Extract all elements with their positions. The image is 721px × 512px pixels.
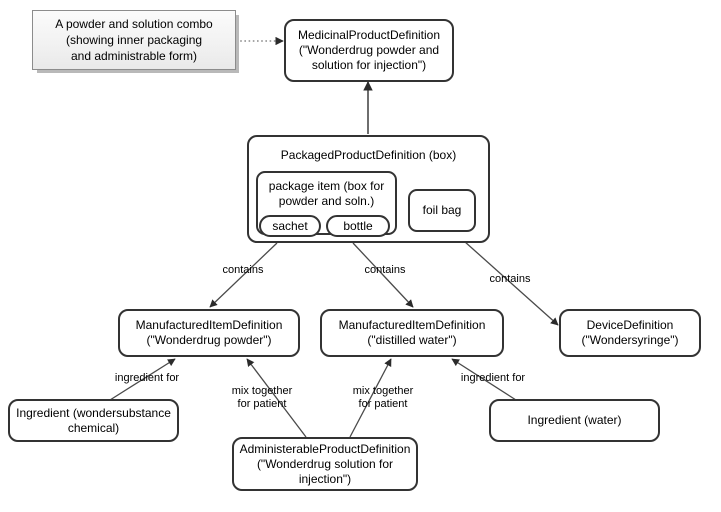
node-manufactured-item-water[interactable]: ManufacturedItemDefinition ("distilled w… bbox=[320, 309, 504, 357]
node-bottle[interactable]: bottle bbox=[326, 215, 390, 237]
edge-label-contains-device: contains bbox=[489, 273, 531, 285]
node-label: DeviceDefinition ("Wondersyringe") bbox=[581, 318, 679, 347]
node-label: ManufacturedItemDefinition ("distilled w… bbox=[338, 318, 486, 347]
node-manufactured-item-powder[interactable]: ManufacturedItemDefinition ("Wonderdrug … bbox=[118, 309, 300, 357]
node-ingredient-wondersubstance[interactable]: Ingredient (wondersubstance chemical) bbox=[8, 399, 179, 442]
node-label: Ingredient (water) bbox=[527, 413, 622, 427]
node-label: PackagedProductDefinition (box) bbox=[280, 148, 457, 162]
note-text: A powder and solution combo (showing inn… bbox=[55, 17, 213, 63]
edge-label-mix-together-left: mix together for patient bbox=[231, 385, 293, 410]
edge-label-contains-powder: contains bbox=[222, 264, 264, 276]
note-powder-solution-combo: A powder and solution combo (showing inn… bbox=[32, 10, 236, 70]
node-ingredient-water[interactable]: Ingredient (water) bbox=[489, 399, 660, 442]
node-label: sachet bbox=[272, 218, 308, 233]
node-label: ManufacturedItemDefinition ("Wonderdrug … bbox=[135, 318, 283, 347]
node-label: MedicinalProductDefinition ("Wonderdrug … bbox=[297, 28, 441, 72]
node-label: foil bag bbox=[422, 203, 462, 217]
edge-label-ingredient-for-water: ingredient for bbox=[460, 372, 526, 384]
edge-label-mix-together-right: mix together for patient bbox=[352, 385, 414, 410]
edge-label-ingredient-for-chemical: ingredient for bbox=[114, 372, 180, 384]
node-administerable-product-definition[interactable]: AdministerableProductDefinition ("Wonder… bbox=[232, 437, 418, 491]
node-foil-bag[interactable]: foil bag bbox=[408, 189, 476, 232]
node-device-definition[interactable]: DeviceDefinition ("Wondersyringe") bbox=[559, 309, 701, 357]
node-sachet[interactable]: sachet bbox=[259, 215, 321, 237]
node-label: package item (box for powder and soln.) bbox=[268, 179, 385, 208]
node-label: bottle bbox=[343, 218, 373, 233]
edge-label-contains-water: contains bbox=[364, 264, 406, 276]
node-label: Ingredient (wondersubstance chemical) bbox=[16, 405, 171, 435]
node-label: AdministerableProductDefinition ("Wonder… bbox=[239, 441, 411, 486]
node-medicinal-product-definition[interactable]: MedicinalProductDefinition ("Wonderdrug … bbox=[284, 19, 454, 82]
